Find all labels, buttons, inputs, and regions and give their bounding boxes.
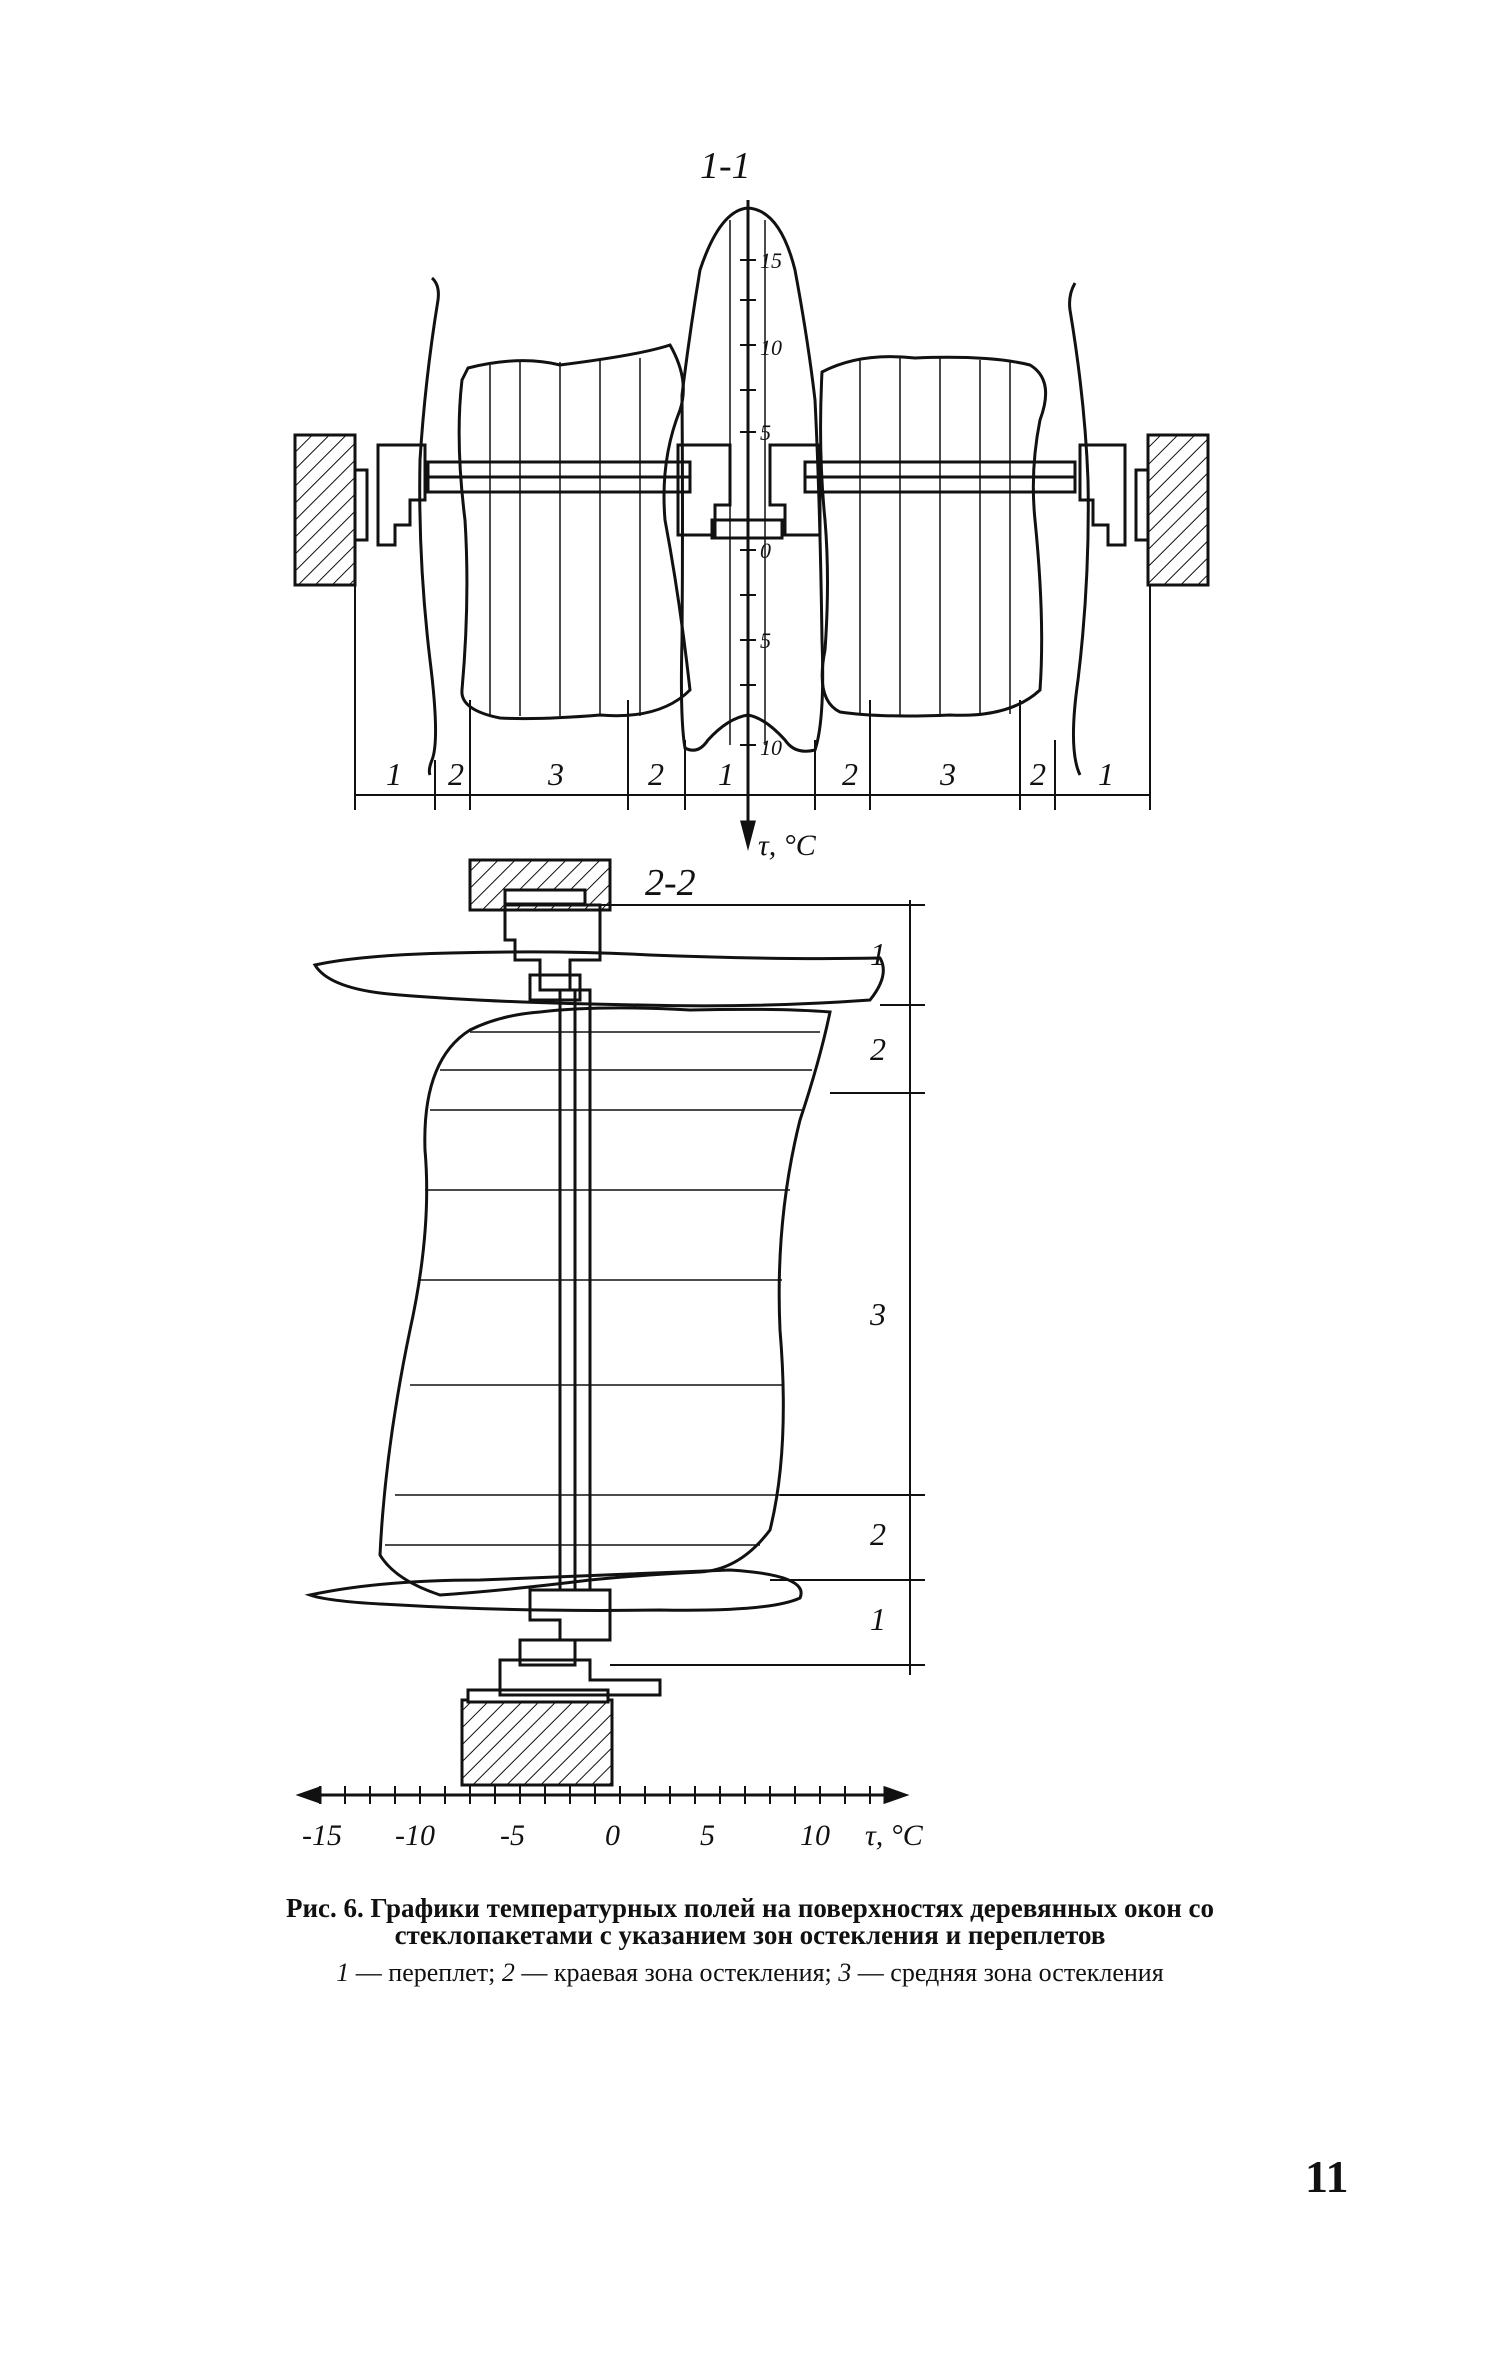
caption-line-2: стеклопакетами с указанием зон остеклени… <box>394 1920 1106 1950</box>
zone-hatching-2-2 <box>385 1031 820 1546</box>
zone-label: 1 <box>718 756 734 792</box>
legend-2-number: 2 <box>501 1958 515 1987</box>
axis-tick-label: 5 <box>760 628 771 653</box>
right-wall <box>1134 433 1210 587</box>
axis-label: τ, °C <box>865 1819 924 1852</box>
legend-3-number: 3 <box>838 1958 852 1987</box>
zone-label: 2 <box>448 756 464 792</box>
axis-tick-label: 10 <box>760 735 782 760</box>
frame-profile-top <box>503 903 602 1002</box>
zone-labels-1-1: 1 2 3 2 1 2 3 2 1 <box>386 756 1114 792</box>
zone-label: 1 <box>1098 756 1114 792</box>
glazing-unit-vertical <box>558 988 592 1592</box>
section-1-1-label: 1-1 <box>700 145 751 187</box>
zone-labels-2-2: 1 2 3 2 1 <box>869 936 886 1637</box>
frame-profile-bottom <box>498 1588 662 1697</box>
legend-3-text: — средняя зона остекления <box>851 1958 1164 1987</box>
zone-label: 3 <box>547 756 564 792</box>
axis-tick-label: 10 <box>760 335 782 360</box>
axis-tick-label: 0 <box>760 538 771 563</box>
temperature-curves <box>418 206 1090 776</box>
zone-label: 1 <box>386 756 402 792</box>
zone-label: 2 <box>648 756 664 792</box>
zone-label: 2 <box>1030 756 1046 792</box>
axis-tick-label: 15 <box>760 248 782 273</box>
section-1-1: 1-1 <box>293 145 1210 862</box>
axis-tick-label: -15 <box>302 1819 342 1852</box>
zone-hatching <box>489 220 1011 745</box>
axis-tick-label: -5 <box>500 1819 525 1852</box>
figure-caption-title: Рис. 6. Графики температурных полей на п… <box>150 1895 1350 1949</box>
zone-label: 1 <box>870 936 886 972</box>
page-number: 11 <box>1305 2151 1349 2202</box>
axis-ticks-1-1 <box>740 259 756 746</box>
zone-dimension-1-1 <box>354 585 1151 810</box>
temperature-curves-2-2 <box>304 950 885 1612</box>
zone-label: 2 <box>870 1031 886 1067</box>
zone-label: 2 <box>870 1516 886 1552</box>
axis-tick-label: 5 <box>760 420 771 445</box>
zone-label: 2 <box>842 756 858 792</box>
legend-1-number: 1 <box>336 1958 350 1987</box>
bottom-wall <box>460 1688 614 1787</box>
axis-tick-label: -10 <box>395 1819 435 1852</box>
section-2-2: 2-2 <box>295 858 925 1852</box>
zone-label: 3 <box>939 756 956 792</box>
temperature-axis-2-2: -15 -10 -5 0 5 10 τ, °C <box>295 1785 924 1852</box>
section-2-2-label: 2-2 <box>645 862 696 904</box>
zone-label: 1 <box>870 1601 886 1637</box>
zone-label: 3 <box>869 1296 886 1332</box>
temperature-axis-1-1: 15 10 5 0 5 10 τ, °C <box>740 200 817 862</box>
axis-tick-label: 0 <box>605 1819 620 1852</box>
left-wall <box>293 433 369 587</box>
figure-caption-legend: 1 — переплет; 2 — краевая зона остеклени… <box>150 1958 1350 1988</box>
top-wall <box>468 858 612 912</box>
axis-label: τ, °C <box>758 829 817 862</box>
axis-tick-label: 5 <box>700 1819 715 1852</box>
legend-1-text: — переплет; <box>349 1958 502 1987</box>
axis-tick-label: 10 <box>800 1819 830 1852</box>
legend-2-text: — краевая зона остекления; <box>514 1958 839 1987</box>
caption-line-1: Рис. 6. Графики температурных полей на п… <box>285 1893 1215 1923</box>
zone-dimension-2-2 <box>600 900 925 1675</box>
glazing-unit-left <box>426 460 692 494</box>
